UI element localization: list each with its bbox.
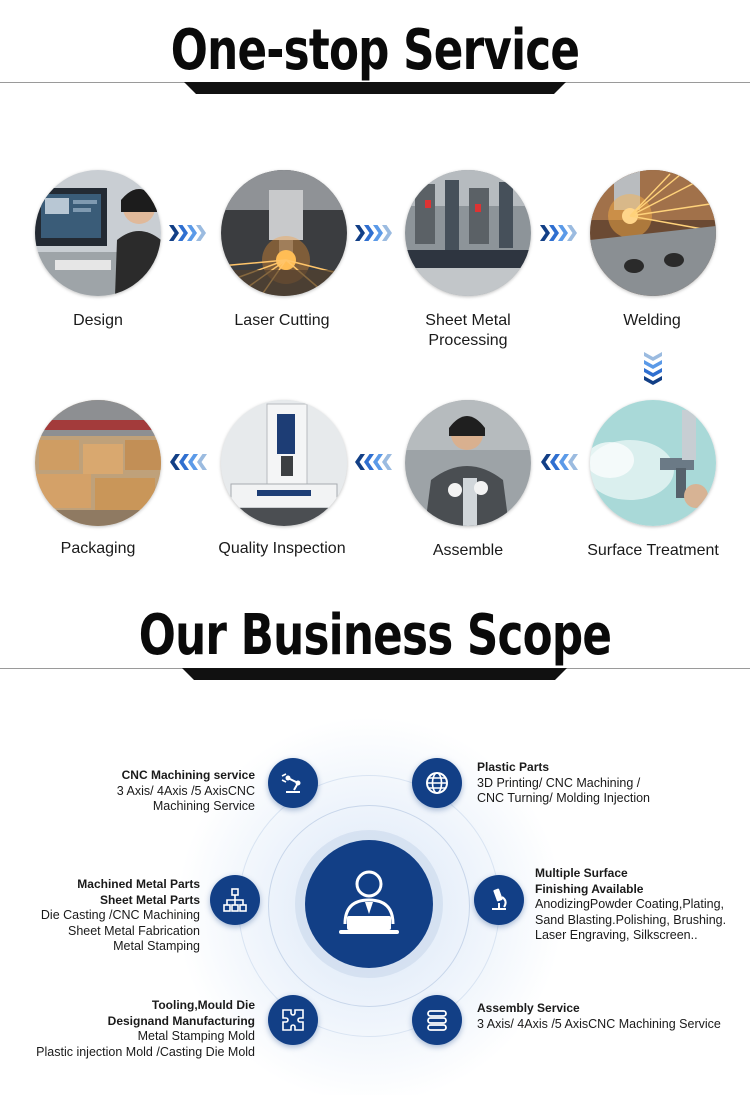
scope-line: 3 Axis/ 4Axis /5 AxisCNC xyxy=(116,783,255,798)
step-design-photo xyxy=(35,170,161,296)
scope-line: Metal Stamping Mold xyxy=(137,1029,255,1043)
robot-arm-icon xyxy=(281,773,301,793)
arrow-left-icon xyxy=(541,454,578,470)
scope-line: Metal Stamping xyxy=(113,939,200,953)
scope-ring xyxy=(268,805,470,1007)
scope-node-assembly xyxy=(412,995,462,1045)
globe-icon xyxy=(426,772,448,794)
scope-heading: Sheet Metal Parts xyxy=(99,892,200,907)
arrow-down-icon xyxy=(644,352,662,385)
step-label-laser-cutting: Laser Cutting xyxy=(234,312,330,329)
scope-line: Plastic injection Mold /Casting Die Mold xyxy=(36,1044,255,1059)
scope-line: Laser Engraving, Silkscreen.. xyxy=(535,928,698,942)
scope-text-metal: Machined Metal Parts Sheet Metal Parts D… xyxy=(10,877,200,955)
step-label-assemble: Assemble xyxy=(432,542,504,559)
scope-line: CNC Turning/ Molding Injection xyxy=(477,791,650,805)
step-laser-cutting-photo xyxy=(221,170,347,296)
scope-heading: Multiple Surface xyxy=(535,866,628,880)
arrow-left-icon xyxy=(355,454,392,470)
section-title-scope: Our Business Scope xyxy=(138,603,612,668)
scope-line: Machining Service xyxy=(152,799,255,813)
arrow-left-icon xyxy=(170,454,207,470)
scope-line: Die Casting /CNC Machining xyxy=(40,908,200,922)
scope-heading: Assembly Service xyxy=(477,1001,580,1015)
scope-heading: Machined Metal Parts xyxy=(77,877,200,891)
scope-line: 3D Printing/ CNC Machining / xyxy=(477,775,641,790)
scope-text-plastic: Plastic Parts 3D Printing/ CNC Machining… xyxy=(477,760,737,807)
scope-text-surface: Multiple Surface Finishing Available Ano… xyxy=(535,866,747,944)
step-sheet-metal-photo xyxy=(405,170,531,296)
center-engineer-badge xyxy=(305,840,433,968)
scope-line: Sand Blasting.Polishing, Brushing. xyxy=(535,912,727,927)
step-packaging-photo xyxy=(35,400,161,526)
step-label-design: Design xyxy=(73,312,123,329)
scope-heading: Designand Manufacturing xyxy=(107,1013,255,1028)
puzzle-icon xyxy=(282,1009,304,1031)
step-label-surface-treatment: Surface Treatment xyxy=(587,542,719,559)
header-bar xyxy=(184,82,566,94)
engineer-icon xyxy=(339,870,399,934)
scope-node-plastic xyxy=(412,758,462,808)
scope-heading: CNC Machining service xyxy=(121,768,255,782)
step-label-packaging: Packaging xyxy=(60,540,136,557)
arrow-right-icon xyxy=(355,225,392,241)
step-label-welding: Welding xyxy=(623,312,681,329)
step-label-sheet-metal: Sheet Metal Processing xyxy=(425,312,511,349)
step-assemble-photo xyxy=(405,400,531,526)
hierarchy-icon xyxy=(223,888,247,912)
scope-line: 3 Axis/ 4Axis /5 AxisCNC Machining Servi… xyxy=(477,1016,721,1031)
section-title-service: One-stop Service xyxy=(170,18,580,83)
header-bar xyxy=(182,668,567,680)
step-surface-treatment-photo xyxy=(590,400,716,526)
scope-text-tooling: Tooling,Mould Die Designand Manufacturin… xyxy=(5,998,255,1060)
arrow-right-icon xyxy=(169,225,206,241)
scope-node-cnc xyxy=(268,758,318,808)
step-label-quality-inspection: Quality Inspection xyxy=(218,540,346,557)
scope-line: AnodizingPowder Coating,Plating, xyxy=(535,897,725,911)
arrow-right-icon xyxy=(540,225,577,241)
scope-heading: Plastic Parts xyxy=(477,760,550,774)
scope-line: Sheet Metal Fabrication xyxy=(67,923,200,938)
microscope-icon xyxy=(492,888,507,910)
scope-heading: Finishing Available xyxy=(535,881,644,896)
scope-node-tooling xyxy=(268,995,318,1045)
layers-icon xyxy=(427,1010,447,1031)
scope-node-surface xyxy=(474,875,524,925)
step-welding-photo xyxy=(590,170,716,296)
scope-text-cnc: CNC Machining service 3 Axis/ 4Axis /5 A… xyxy=(15,768,255,815)
scope-text-assembly: Assembly Service 3 Axis/ 4Axis /5 AxisCN… xyxy=(477,1001,742,1032)
scope-node-metal xyxy=(210,875,260,925)
scope-heading: Tooling,Mould Die xyxy=(151,998,255,1012)
step-quality-inspection-photo xyxy=(221,400,347,526)
